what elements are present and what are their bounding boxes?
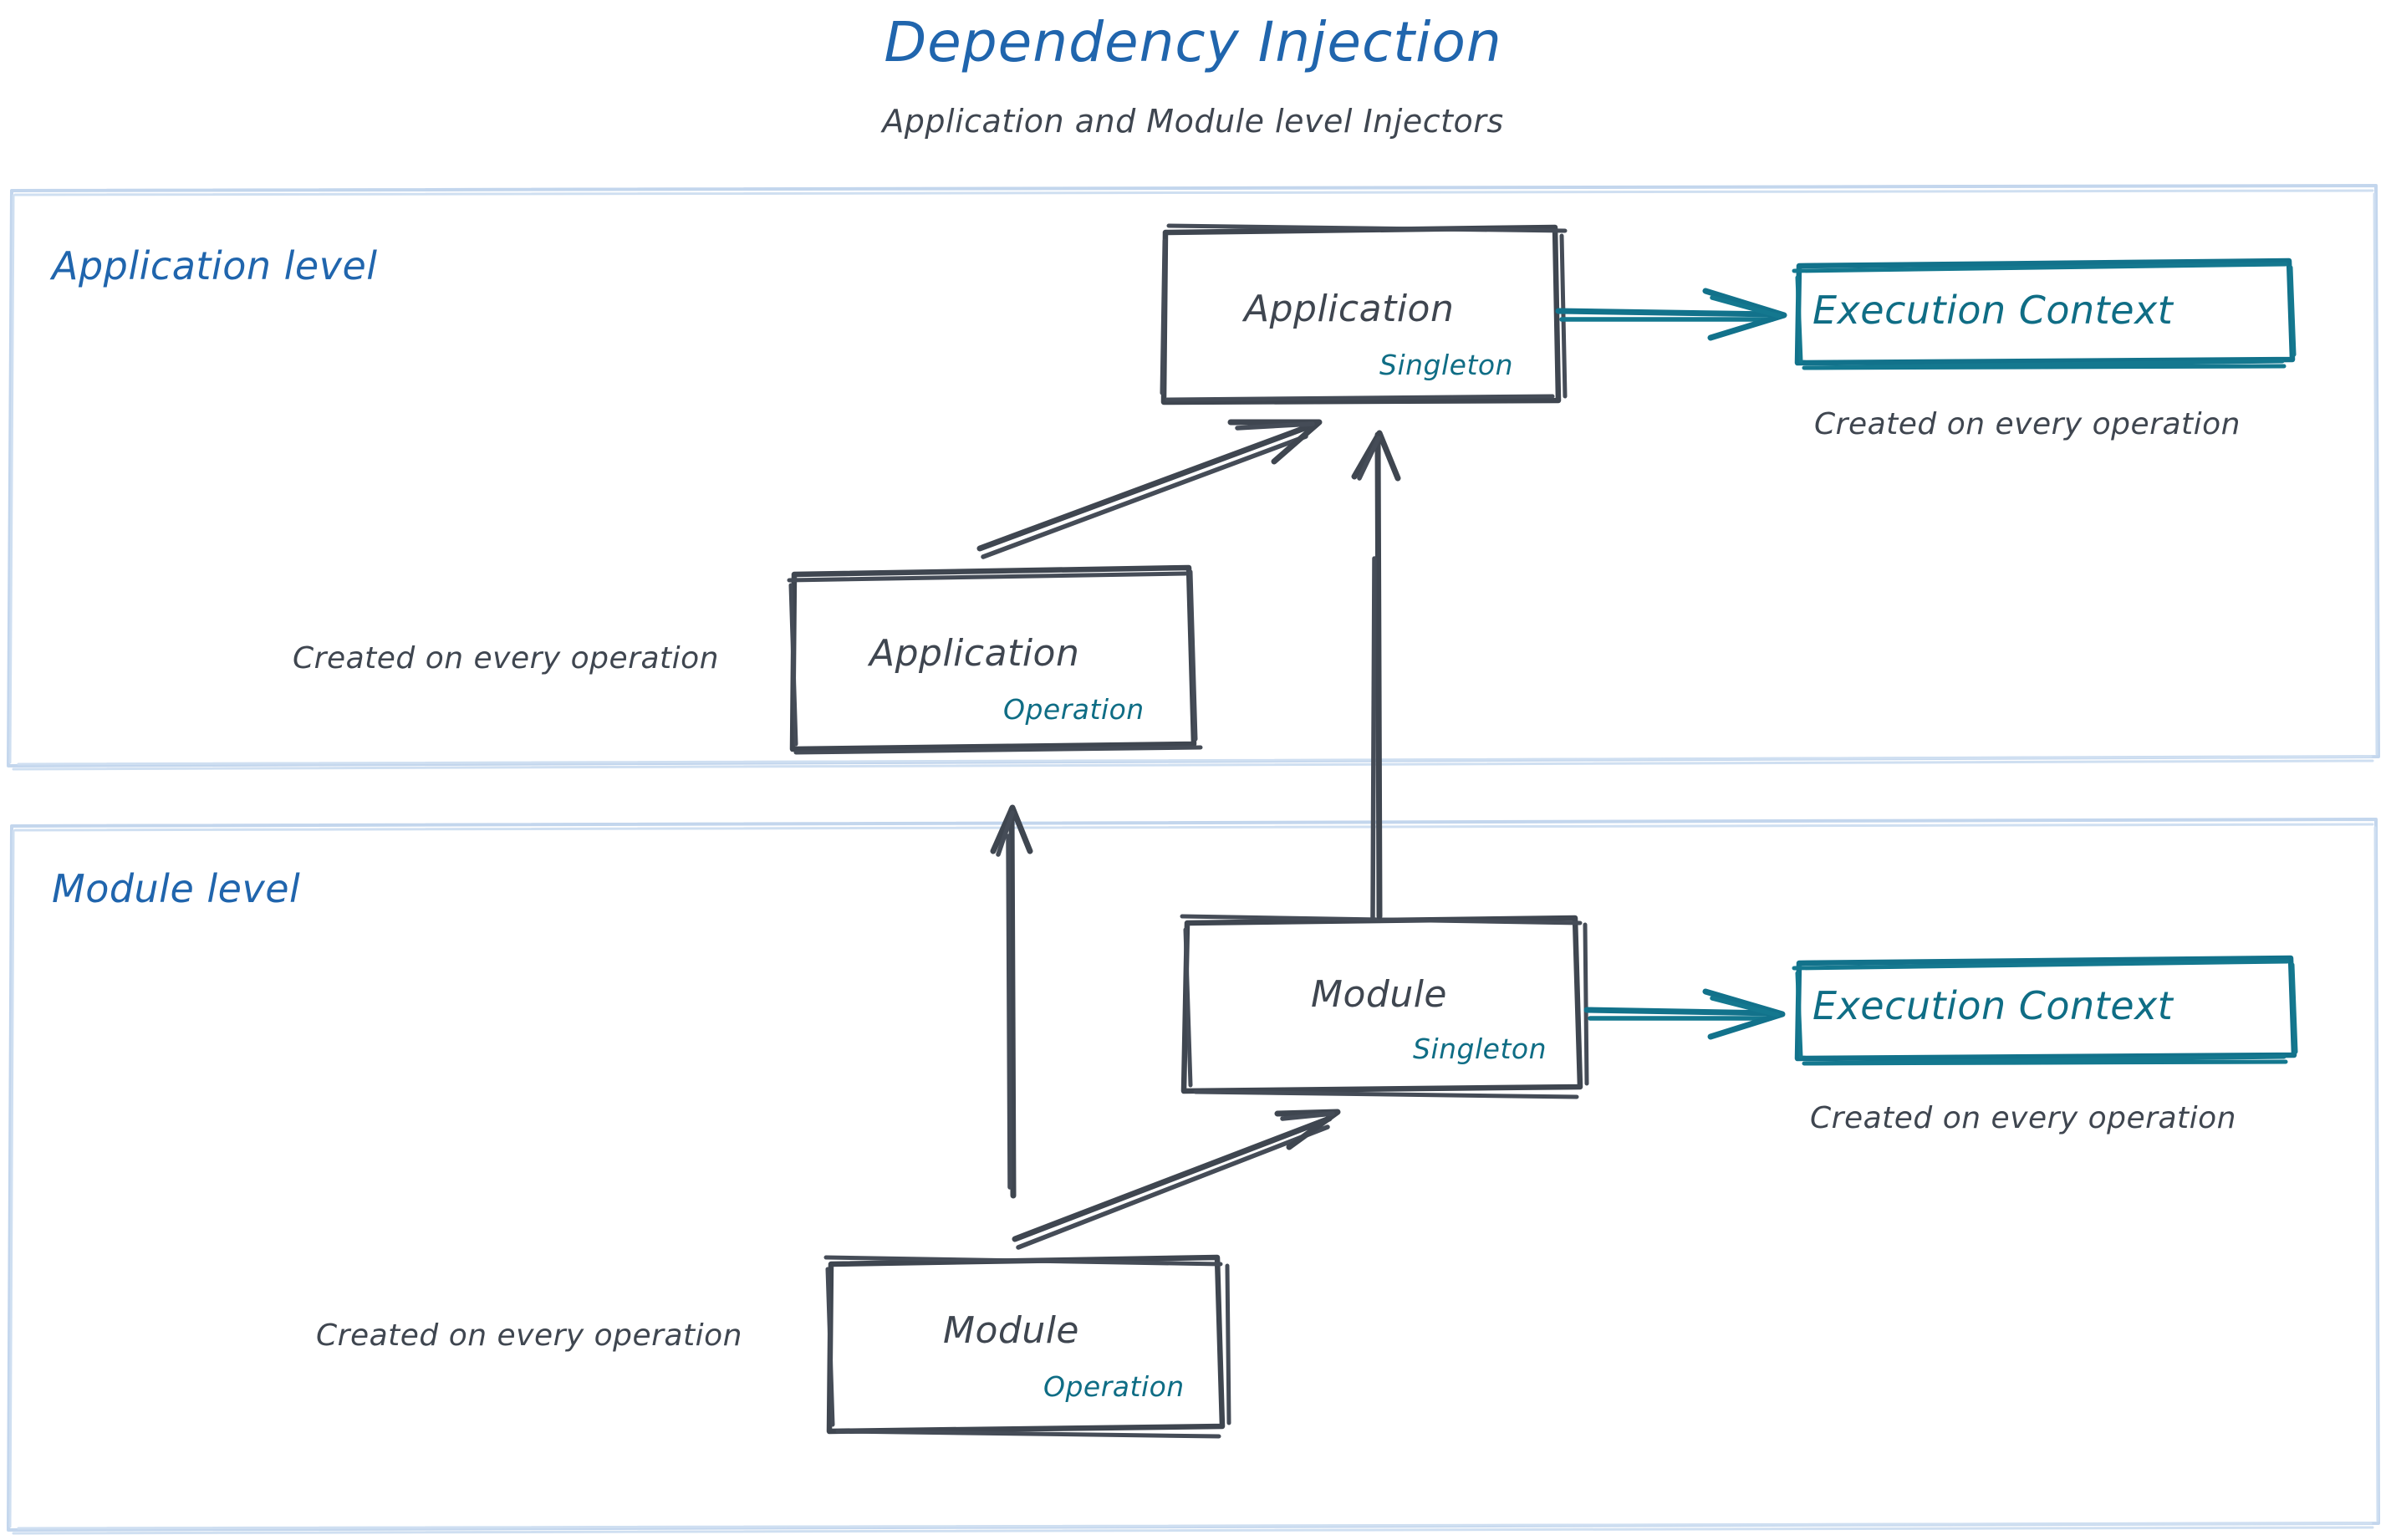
label-execution-context-application: Execution Context: [1812, 288, 2174, 333]
box-execution-context-module[interactable]: [1792, 955, 2298, 1066]
caption-module-operation: Created on every operation: [316, 1318, 742, 1353]
panel-title-application-level: Application level: [52, 243, 378, 288]
box-application-operation[interactable]: [787, 564, 1203, 755]
scope-badge-operation-application: Operation: [1003, 693, 1145, 726]
label-module-operation: Module: [943, 1309, 1079, 1352]
arrow-module-singleton-to-exec-context: [1583, 988, 1786, 1040]
panel-module-level: [7, 818, 2380, 1535]
scope-badge-singleton-application: Singleton: [1379, 349, 1513, 381]
label-application-singleton: Application: [1244, 288, 1455, 330]
label-execution-context-module: Execution Context: [1812, 983, 2174, 1028]
label-module-singleton: Module: [1311, 973, 1447, 1016]
arrow-app-singleton-to-exec-context: [1555, 288, 1787, 341]
page-title: Dependency Injection: [884, 10, 1502, 74]
arrow-module-singleton-to-app-singleton: [1351, 430, 1401, 920]
arrow-module-operation-to-app-operation: [990, 804, 1033, 1199]
box-module-singleton[interactable]: [1180, 914, 1589, 1099]
panel-application-level: [7, 184, 2380, 771]
box-execution-context-application[interactable]: [1792, 258, 2297, 370]
page-subtitle: Application and Module level Injectors: [882, 103, 1504, 140]
caption-application-operation: Created on every operation: [293, 641, 719, 676]
panel-title-module-level: Module level: [52, 866, 301, 911]
arrow-module-operation-to-module-singleton: [1012, 1109, 1341, 1250]
caption-execution-context-application: Created on every operation: [1814, 407, 2241, 441]
caption-execution-context-module: Created on every operation: [1810, 1101, 2236, 1135]
box-module-operation[interactable]: [823, 1254, 1231, 1439]
box-application-singleton[interactable]: [1160, 223, 1568, 405]
arrow-app-operation-to-app-singleton: [976, 419, 1323, 559]
label-application-operation: Application: [869, 632, 1080, 675]
scope-badge-operation-module: Operation: [1043, 1370, 1185, 1403]
scope-badge-singleton-module: Singleton: [1413, 1033, 1547, 1065]
